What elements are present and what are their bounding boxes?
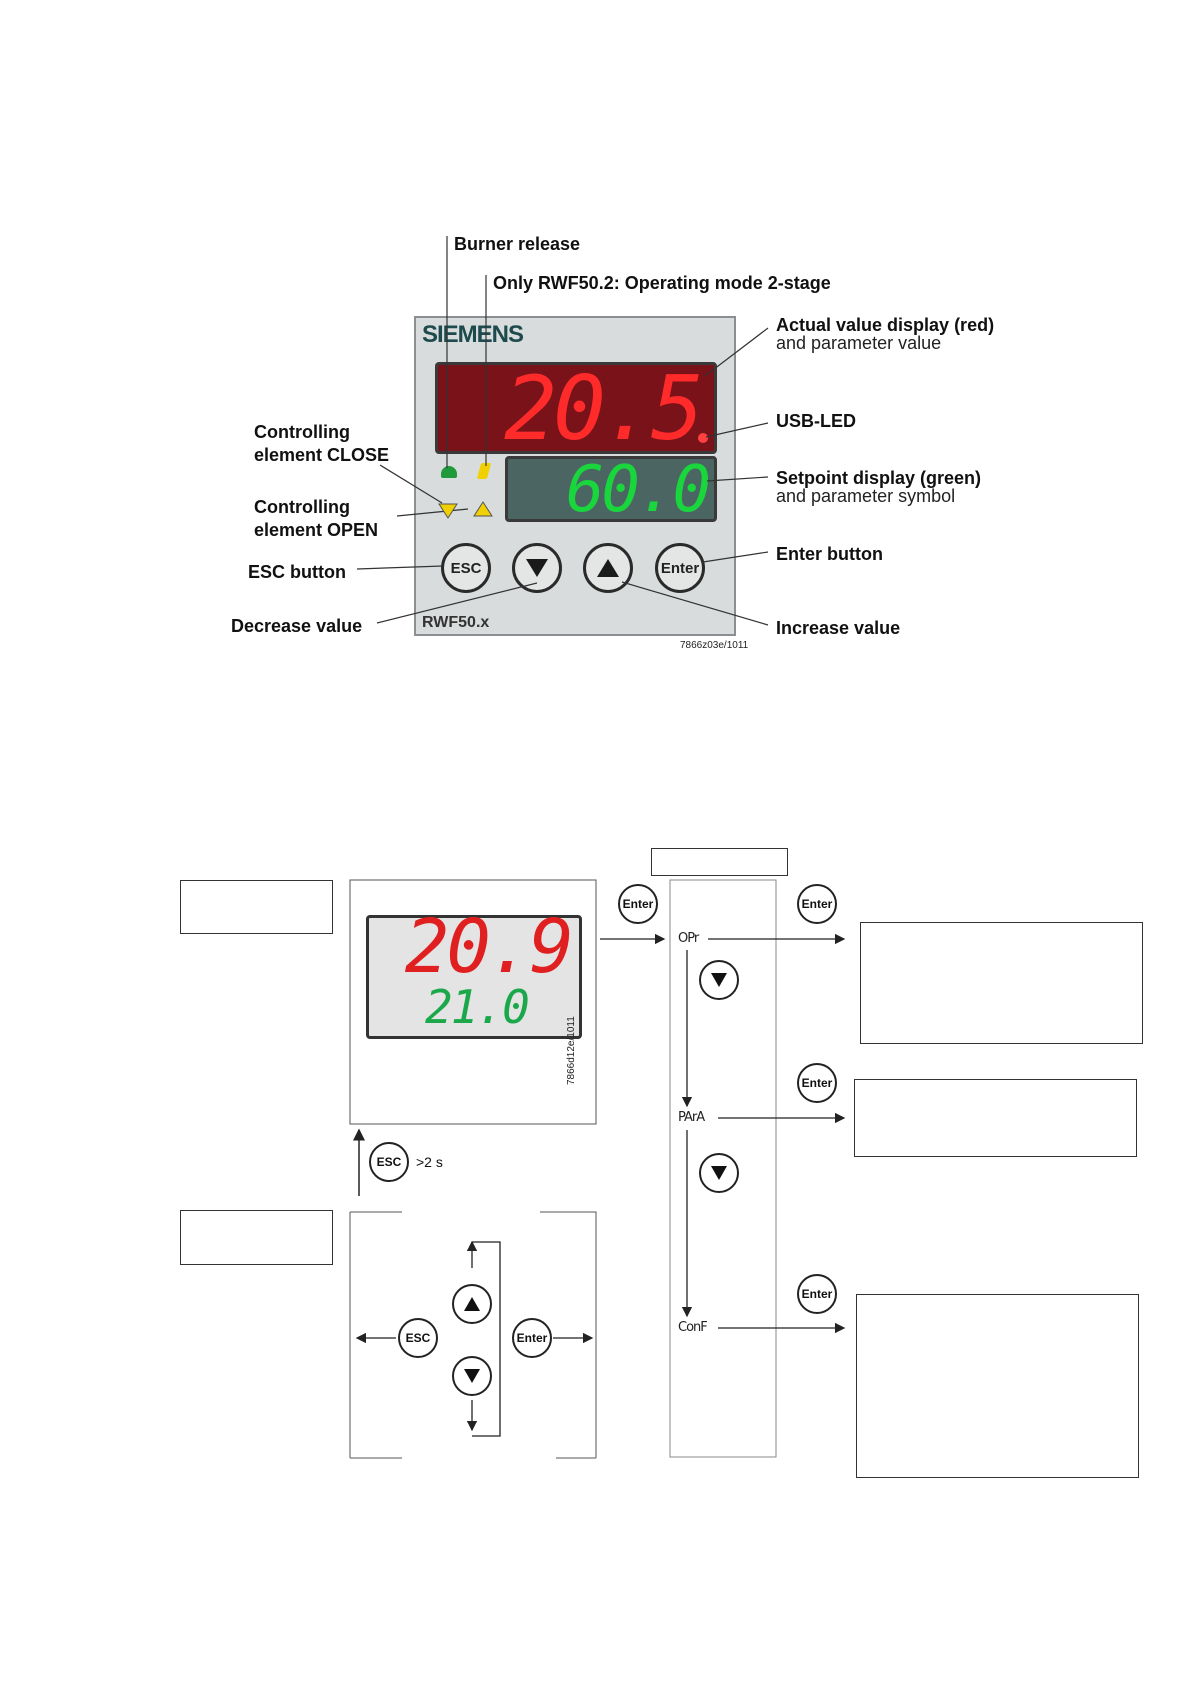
label-decrease-value: Decrease value	[231, 616, 363, 636]
label-two-stage: Only RWF50.2: Operating mode 2-stage	[493, 273, 831, 293]
menu-opr[interactable]: OPr	[678, 931, 699, 946]
controller-front-panel: SIEMENS 20.5 60.0 RWF50.x	[414, 316, 736, 636]
actual-value-digits: 20.5	[504, 357, 704, 460]
esc-button[interactable]: ESC	[441, 543, 491, 593]
figure1-id: 7866z03e/1011	[680, 640, 749, 651]
esc-hold-duration: >2 s	[416, 1154, 443, 1170]
label-actual-value: Actual value display (red)	[776, 315, 995, 335]
figure1-leader-lines	[356, 236, 769, 626]
enter-label-opr: Enter	[801, 897, 833, 911]
display-green-digits: 21.0	[425, 980, 530, 1034]
esc-hold-label: ESC	[376, 1155, 402, 1169]
key-up-button[interactable]	[452, 1284, 492, 1324]
brand-logo: SIEMENS	[422, 321, 524, 348]
key-esc-label: ESC	[405, 1331, 431, 1345]
opr-target-box	[860, 922, 1143, 1044]
label-usb-led: USB-LED	[776, 411, 856, 431]
mode-box-bottom	[180, 1210, 333, 1265]
actual-value-display: 20.5	[435, 357, 717, 460]
open-triangle-icon	[473, 501, 493, 517]
burner-release-led-icon	[441, 466, 457, 478]
display-red-digits: 20.9	[404, 904, 574, 990]
label-open-1: Controlling	[254, 497, 350, 517]
label-open-2: element OPEN	[254, 520, 379, 540]
display-screen: 20.9 21.0	[366, 904, 582, 1039]
label-increase-value: Increase value	[776, 618, 901, 638]
triangle-up-icon	[464, 1297, 480, 1311]
usb-led-icon	[698, 433, 708, 443]
triangle-down-icon	[711, 973, 727, 987]
enter-button-conf[interactable]: Enter	[797, 1274, 837, 1314]
enter-label-start: Enter	[622, 897, 654, 911]
triangle-up-icon	[597, 559, 619, 577]
menu-header-box	[651, 848, 788, 876]
close-triangle-icon	[438, 503, 458, 519]
key-enter-button[interactable]: Enter	[512, 1318, 552, 1358]
setpoint-display: 60.0	[505, 453, 717, 527]
triangle-down-icon	[711, 1166, 727, 1180]
enter-label-para: Enter	[801, 1076, 833, 1090]
down-button-1[interactable]	[699, 960, 739, 1000]
esc-hold-button[interactable]: ESC	[369, 1142, 409, 1182]
enter-button-label: Enter	[660, 559, 700, 577]
model-label: RWF50.x	[422, 614, 490, 631]
enter-button[interactable]: Enter	[655, 543, 705, 593]
decrease-button[interactable]	[512, 543, 562, 593]
enter-button-para[interactable]: Enter	[797, 1063, 837, 1103]
triangle-down-icon	[464, 1369, 480, 1383]
label-close-2: element CLOSE	[254, 445, 390, 465]
para-target-box	[854, 1079, 1137, 1157]
menu-conf[interactable]: ConF	[678, 1320, 708, 1335]
figure2-id: 7866d12e/1011	[566, 1016, 577, 1085]
key-down-button[interactable]	[452, 1356, 492, 1396]
conf-target-box	[856, 1294, 1139, 1478]
menu-para[interactable]: PArA	[678, 1110, 705, 1125]
enter-button-opr[interactable]: Enter	[797, 884, 837, 924]
label-enter-button: Enter button	[776, 544, 883, 564]
increase-button[interactable]	[583, 543, 633, 593]
triangle-down-icon	[526, 559, 548, 577]
label-actual-value-sub: and parameter value	[776, 333, 942, 353]
label-close-1: Controlling	[254, 422, 350, 442]
enter-label-conf: Enter	[801, 1287, 833, 1301]
esc-button-label: ESC	[450, 559, 482, 577]
down-button-2[interactable]	[699, 1153, 739, 1193]
label-esc-button: ESC button	[248, 562, 346, 582]
enter-button-start[interactable]: Enter	[618, 884, 658, 924]
label-burner-release: Burner release	[454, 234, 581, 254]
mode-box-top	[180, 880, 333, 934]
label-setpoint-sub: and parameter symbol	[776, 486, 956, 506]
key-enter-label: Enter	[516, 1331, 548, 1345]
label-setpoint: Setpoint display (green)	[776, 468, 982, 488]
setpoint-digits: 60.0	[565, 453, 711, 527]
key-esc-button[interactable]: ESC	[398, 1318, 438, 1358]
